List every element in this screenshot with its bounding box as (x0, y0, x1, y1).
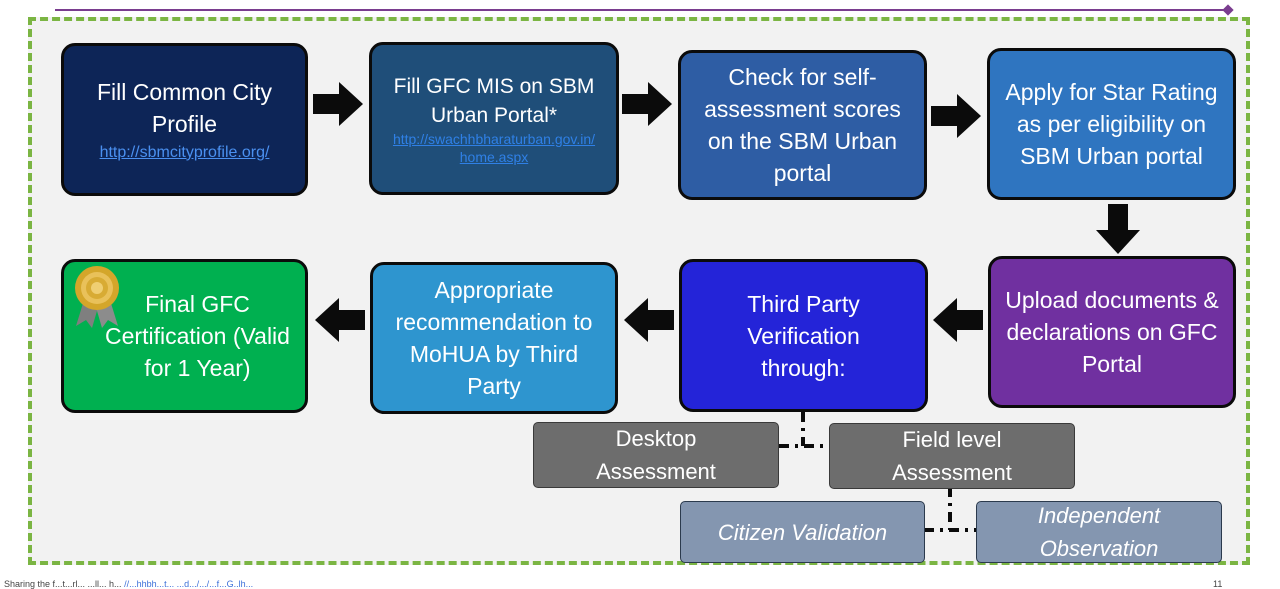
independent-observation-box: Independent Observation (976, 501, 1222, 563)
arrow-left-icon (315, 298, 365, 342)
step-apply-star-rating: Apply for Star Rating as per eligibility… (987, 48, 1236, 200)
independent-observation-label: Independent Observation (1037, 503, 1161, 561)
footer-note-link[interactable]: //...hhbh...t... ...d.../.../...f...G..l… (124, 579, 254, 589)
citizen-validation-label: Citizen Validation (717, 519, 888, 545)
arrow-down-icon (1096, 204, 1140, 254)
arrow-left-icon (624, 298, 674, 342)
footer-note: Sharing the f...t...rl... ...ll... h... … (4, 579, 253, 589)
step-fill-city-profile: Fill Common City Profile http://sbmcityp… (61, 43, 308, 196)
arrow-right-icon (313, 82, 363, 126)
step-title: Upload documents & declarations on GFC P… (1005, 287, 1219, 377)
step-upload-documents: Upload documents & declarations on GFC P… (988, 256, 1236, 408)
step-title: Apply for Star Rating as per eligibility… (1005, 79, 1218, 169)
citizen-validation-box: Citizen Validation (680, 501, 925, 563)
step-title: Third Party Verification through: (747, 290, 860, 381)
desktop-assessment-label: Desktop Assessment (596, 426, 716, 484)
award-ribbon-icon (75, 266, 119, 328)
step-check-self-assessment: Check for self-assessment scores on the … (678, 50, 927, 200)
step-title: Fill GFC MIS on SBM Urban Portal* (393, 74, 595, 127)
footer-note-text: Sharing the f...t...rl... ...ll... h... (4, 579, 122, 589)
field-level-assessment-label: Field level Assessment (892, 427, 1012, 485)
field-level-assessment-box: Field level Assessment (829, 423, 1075, 489)
arrow-left-icon (933, 298, 983, 342)
step-title: Fill Common City Profile (96, 78, 273, 137)
step-title: Final GFC Certification (Valid for 1 Yea… (105, 291, 290, 381)
desktop-assessment-box: Desktop Assessment (533, 422, 779, 488)
step-fill-gfc-mis: Fill GFC MIS on SBM Urban Portal* http:/… (369, 42, 619, 195)
arrow-right-icon (931, 94, 981, 138)
step-recommendation: Appropriate recommendation to MoHUA by T… (370, 262, 618, 414)
step-title: Appropriate recommendation to MoHUA by T… (395, 277, 593, 399)
step-third-party-verification: Third Party Verification through: (679, 259, 928, 412)
top-divider-line (55, 9, 1227, 11)
sbm-urban-portal-link[interactable]: http://swachhbharaturban.gov.in/home.asp… (392, 130, 596, 165)
page-number: 11 (1213, 579, 1223, 589)
step-title: Check for self-assessment scores on the … (704, 64, 901, 186)
arrow-right-icon (622, 82, 672, 126)
city-profile-link[interactable]: http://sbmcityprofile.org/ (99, 143, 270, 161)
